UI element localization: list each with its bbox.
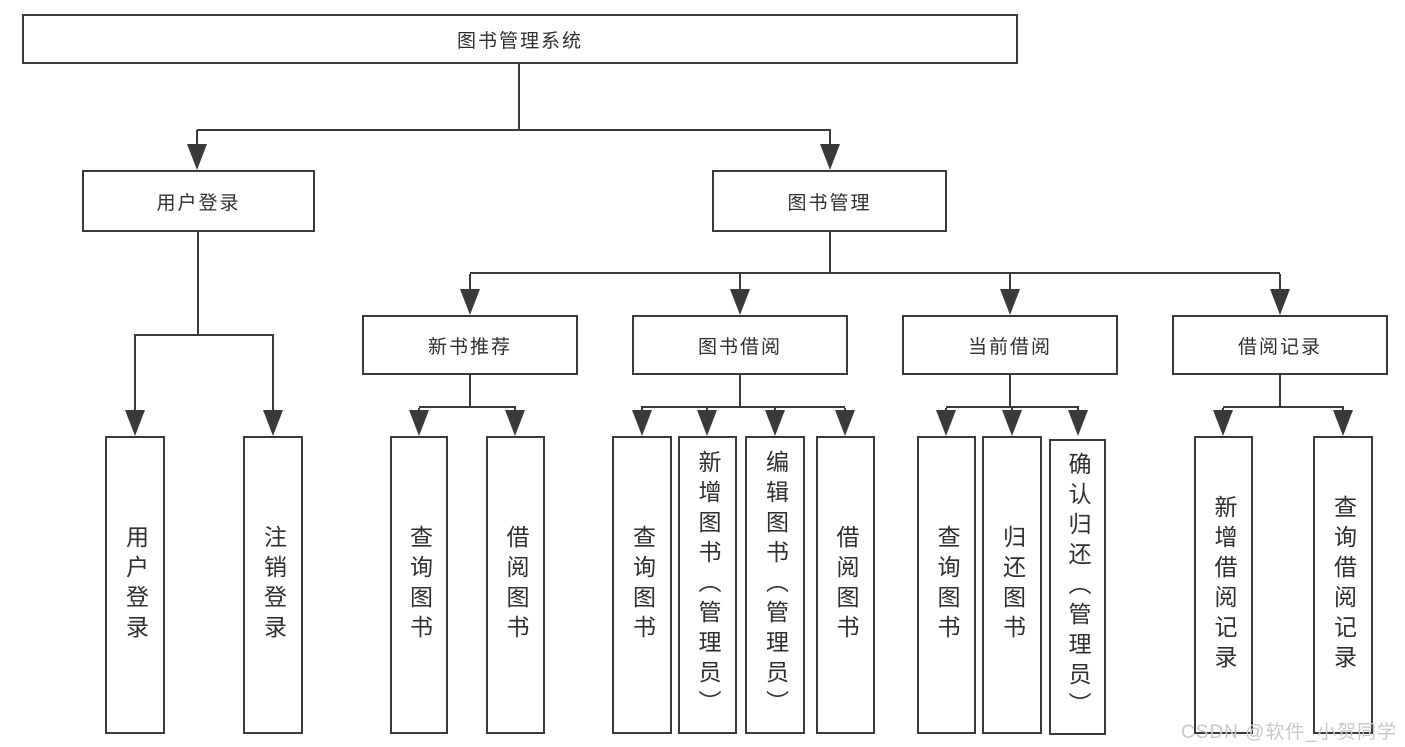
node-book-management: 图书管理 — [712, 170, 947, 232]
connector-borrow-branch — [641, 406, 845, 408]
node-user-login-label: 用户登录 — [156, 192, 241, 214]
connector-drop-user-login — [196, 130, 198, 148]
arrowhead-rec-borrow — [505, 410, 525, 436]
leaf-rcd-query-record: 查询借阅记录 — [1313, 436, 1373, 734]
leaf-user-login: 用户登录 — [105, 436, 165, 734]
connector-root-stem — [518, 64, 520, 130]
leaf-bor-borrow-books: 借阅图书 — [816, 436, 875, 734]
connector-current-stem — [1009, 375, 1011, 408]
arrowhead-leaf-user-login — [125, 410, 145, 436]
arrowhead-borrow-records — [1270, 289, 1290, 315]
connector-recommend-branch — [419, 406, 516, 408]
arrowhead-bor-edit — [765, 410, 785, 436]
leaf-rcd-add-record-label: 新增借阅记录 — [1211, 495, 1237, 675]
connector-borrow-stem — [739, 375, 741, 408]
leaf-cur-return-books: 归还图书 — [982, 436, 1042, 734]
connector-book-management-stem — [829, 232, 831, 274]
leaf-rec-borrow-books-label: 借阅图书 — [503, 525, 529, 645]
arrowhead-bor-query — [632, 410, 652, 436]
node-new-book-recommend-label: 新书推荐 — [427, 336, 512, 358]
leaf-bor-query-books-label: 查询图书 — [629, 525, 656, 645]
arrowhead-current-borrow — [1000, 289, 1020, 315]
leaf-bor-edit-books-admin-label: 编辑图书（管理员） — [762, 450, 789, 720]
node-root: 图书管理系统 — [22, 14, 1018, 64]
arrowhead-cur-confirm — [1068, 410, 1088, 436]
leaf-cur-query-books-label: 查询图书 — [934, 525, 960, 645]
leaf-cur-return-books-label: 归还图书 — [999, 525, 1026, 645]
leaf-bor-edit-books-admin: 编辑图书（管理员） — [745, 436, 805, 734]
connector-user-login-stem — [197, 232, 199, 336]
leaf-cur-query-books: 查询图书 — [917, 436, 976, 734]
node-new-book-recommend: 新书推荐 — [362, 315, 578, 375]
node-user-login: 用户登录 — [82, 170, 315, 232]
leaf-rcd-add-record: 新增借阅记录 — [1194, 436, 1253, 734]
connector-drop-new-book-recommend — [469, 274, 471, 291]
leaf-rcd-query-record-label: 查询借阅记录 — [1330, 495, 1357, 675]
leaf-logout-login: 注销登录 — [243, 436, 303, 734]
node-current-borrow-label: 当前借阅 — [967, 336, 1052, 358]
leaf-cur-confirm-return-admin-label: 确认归还（管理员） — [1065, 452, 1091, 722]
connector-drop-current-borrow — [1009, 274, 1011, 291]
arrowhead-rcd-query — [1333, 410, 1353, 436]
arrowhead-rec-query — [409, 410, 429, 436]
leaf-cur-confirm-return-admin: 确认归还（管理员） — [1049, 439, 1106, 735]
leaf-bor-add-books-admin-label: 新增图书（管理员） — [695, 450, 721, 720]
arrowhead-bor-add — [697, 410, 717, 436]
node-book-borrow: 图书借阅 — [632, 315, 848, 375]
leaf-bor-borrow-books-label: 借阅图书 — [833, 525, 859, 645]
node-root-label: 图书管理系统 — [456, 30, 583, 52]
arrowhead-leaf-logout — [263, 410, 283, 436]
arrowhead-new-book-recommend — [460, 289, 480, 315]
connector-root-branch — [197, 129, 831, 131]
leaf-rec-query-books: 查询图书 — [390, 436, 448, 734]
arrowhead-book-borrow — [730, 289, 750, 315]
connector-book-management-branch — [470, 272, 1280, 274]
node-current-borrow: 当前借阅 — [902, 315, 1118, 375]
arrowhead-cur-query — [936, 410, 956, 436]
arrowhead-book-management — [820, 144, 840, 170]
node-book-borrow-label: 图书借阅 — [697, 336, 782, 358]
connector-drop-leaf-logout — [272, 335, 274, 412]
leaf-logout-login-label: 注销登录 — [260, 525, 287, 645]
leaf-user-login-label: 用户登录 — [122, 525, 149, 645]
leaf-bor-query-books: 查询图书 — [612, 436, 672, 734]
connector-records-stem — [1279, 375, 1281, 408]
connector-drop-borrow-records — [1279, 274, 1281, 291]
leaf-rec-borrow-books: 借阅图书 — [486, 436, 545, 734]
connector-user-login-branch — [134, 334, 274, 336]
arrowhead-rcd-add — [1213, 410, 1233, 436]
node-borrow-records: 借阅记录 — [1172, 315, 1388, 375]
node-borrow-records-label: 借阅记录 — [1237, 336, 1322, 358]
arrowhead-user-login — [187, 144, 207, 170]
connector-drop-book-management — [829, 130, 831, 148]
csdn-watermark: CSDN @软件_小贺同学 — [1181, 722, 1397, 743]
connector-drop-leaf-user-login — [134, 335, 136, 412]
connector-current-branch — [946, 406, 1079, 408]
connector-drop-book-borrow — [739, 274, 741, 291]
arrowhead-cur-return — [1002, 410, 1022, 436]
connector-records-branch — [1223, 406, 1344, 408]
arrowhead-bor-borrow — [835, 410, 855, 436]
leaf-rec-query-books-label: 查询图书 — [406, 525, 433, 645]
leaf-bor-add-books-admin: 新增图书（管理员） — [678, 436, 737, 734]
node-book-management-label: 图书管理 — [787, 192, 872, 214]
connector-recommend-stem — [469, 375, 471, 408]
